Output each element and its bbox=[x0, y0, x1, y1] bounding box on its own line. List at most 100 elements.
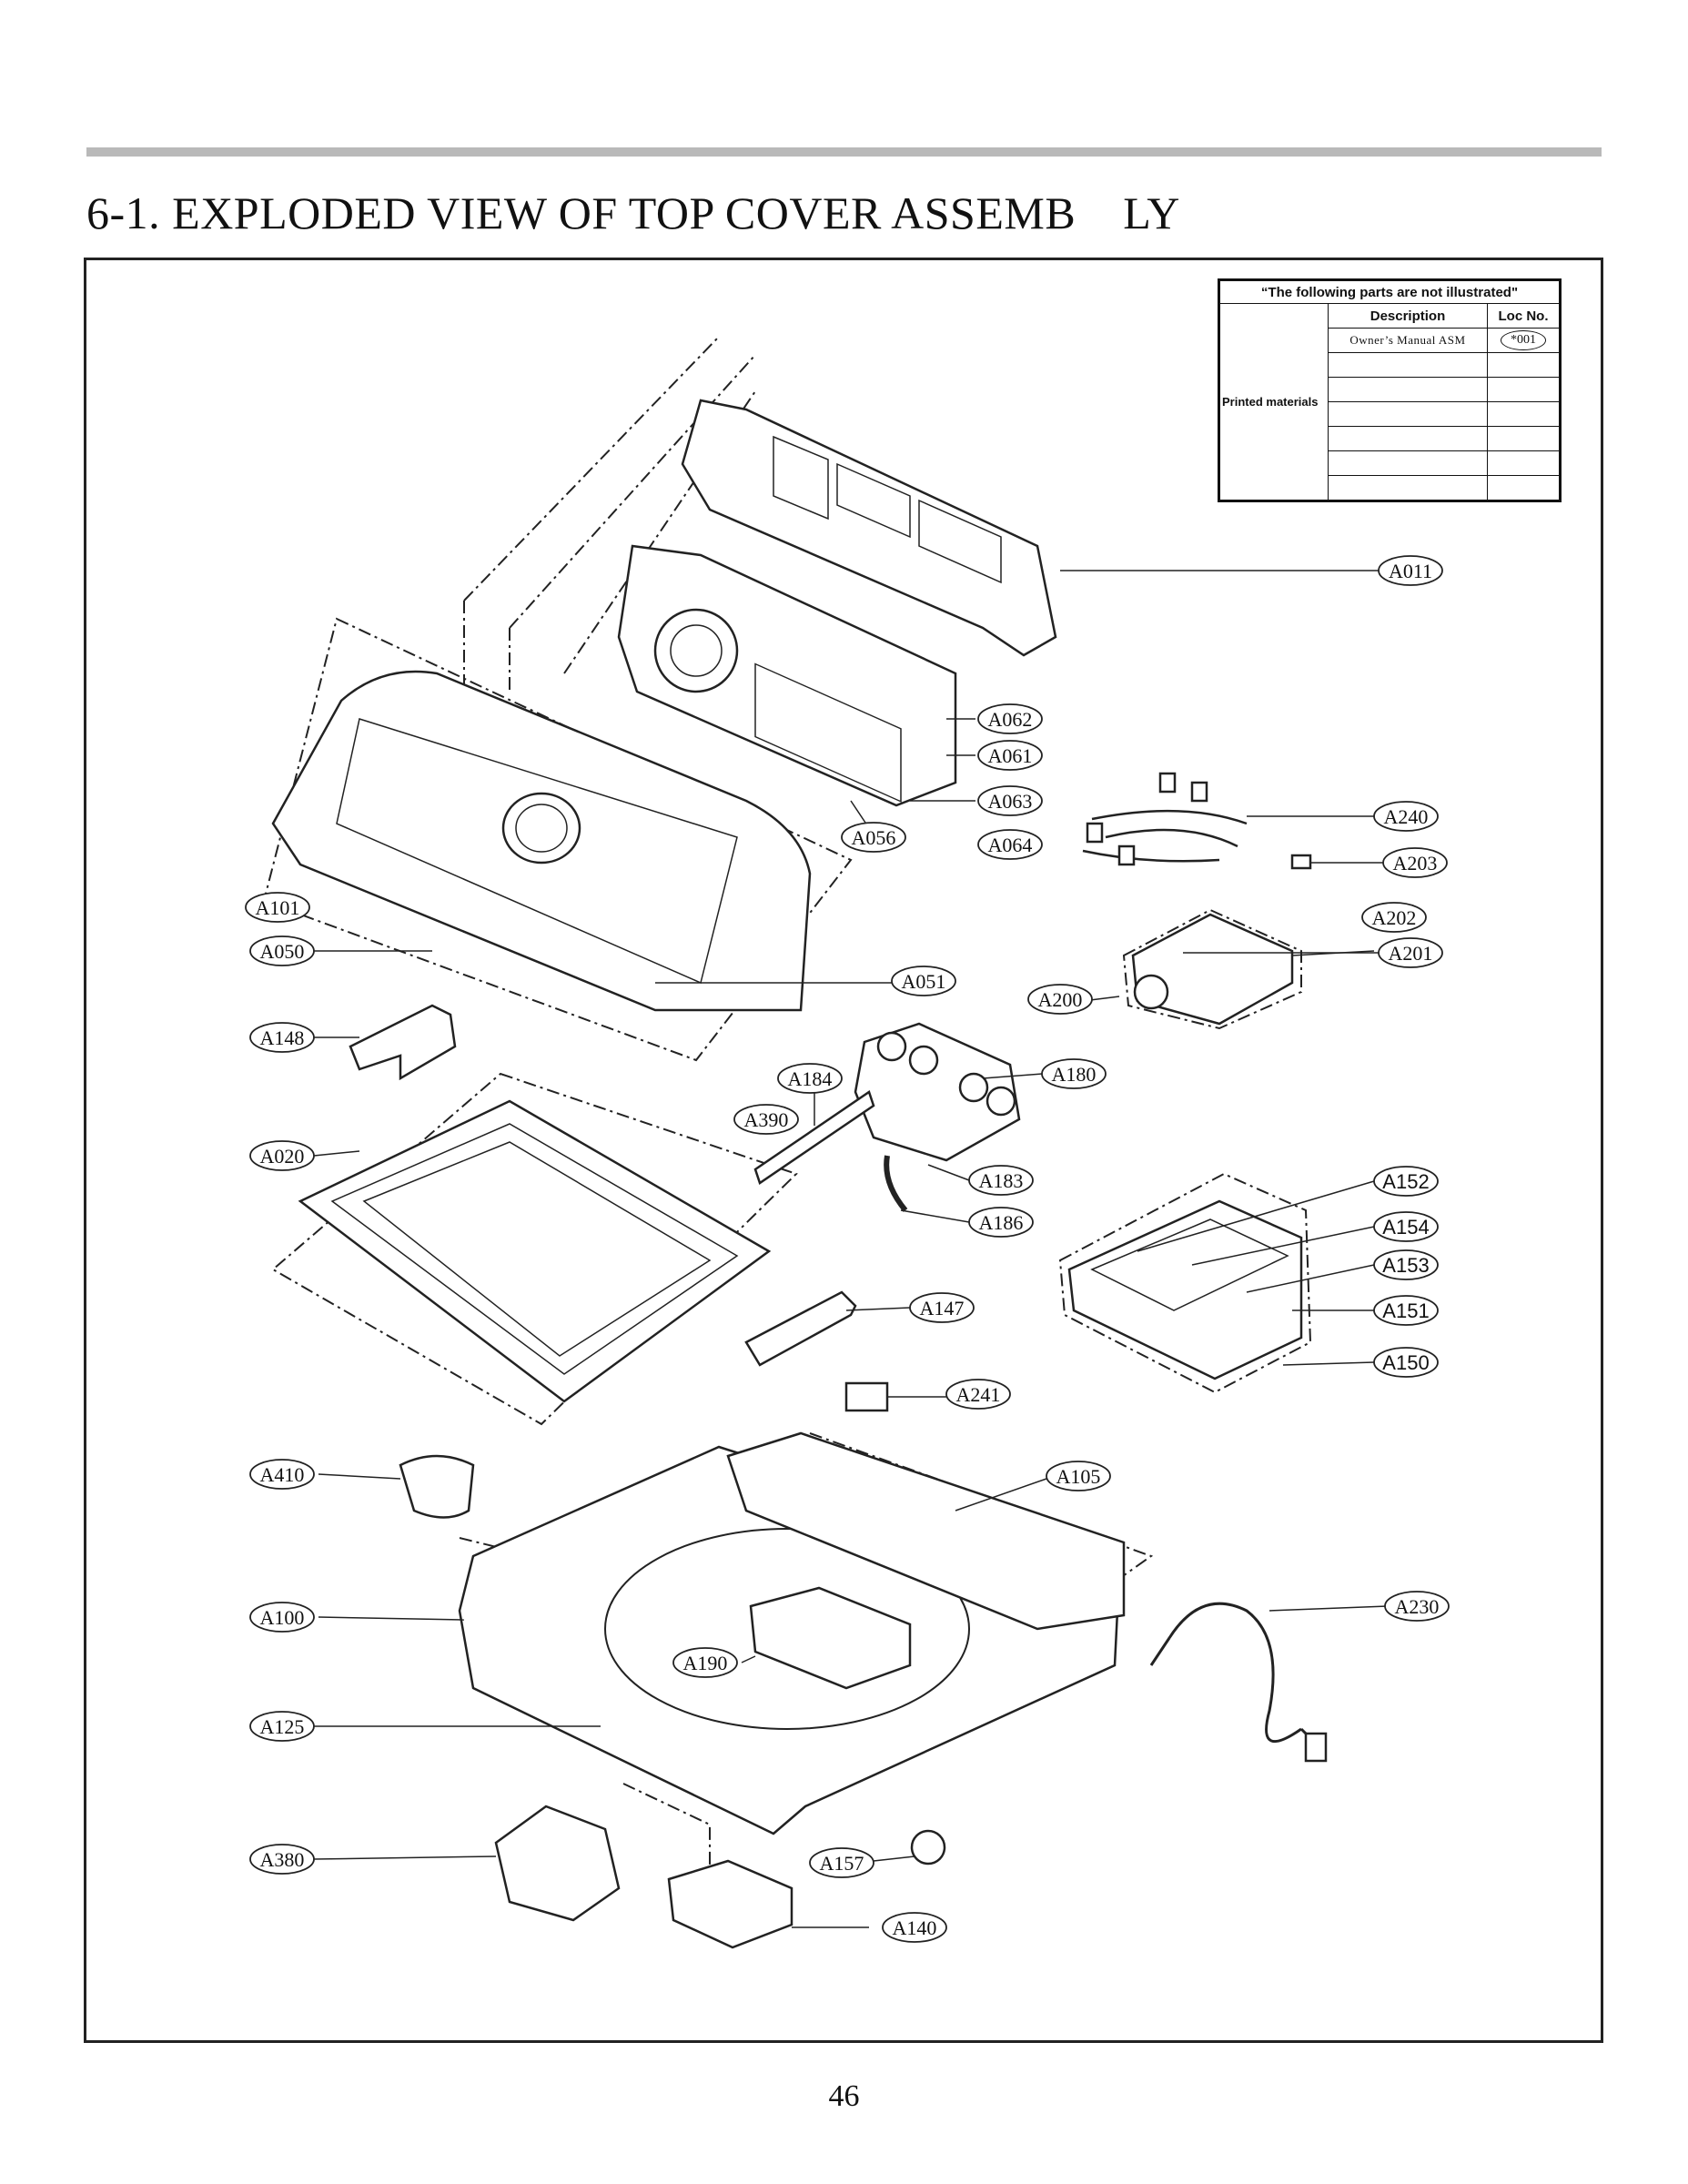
callout-A186: A186 bbox=[979, 1211, 1024, 1234]
parts-table-loc-cell bbox=[1487, 450, 1561, 476]
callout-A125-oval bbox=[249, 1711, 315, 1742]
page-number: 46 bbox=[828, 2079, 860, 2113]
diagram-frame bbox=[84, 258, 1603, 2043]
callout-A184: A184 bbox=[788, 1067, 833, 1090]
pressure-sensor bbox=[1133, 974, 1169, 1010]
table-row bbox=[1219, 450, 1561, 476]
callout-A153-oval bbox=[1373, 1249, 1439, 1280]
parts-table-loc-cell bbox=[1487, 352, 1561, 378]
callout-A183-oval bbox=[968, 1165, 1034, 1196]
parts-table-loc-cell: *001 bbox=[1487, 328, 1561, 353]
table-row bbox=[1219, 475, 1561, 501]
callout-A410-oval bbox=[249, 1459, 315, 1490]
callout-A148: A148 bbox=[260, 1026, 305, 1049]
callout-A050-oval bbox=[249, 935, 315, 966]
callout-A200-oval bbox=[1027, 984, 1093, 1015]
lid-switch-assembly bbox=[667, 1859, 793, 1949]
callout-A140-oval bbox=[882, 1912, 947, 1943]
lid-dash-outline bbox=[271, 1072, 798, 1426]
callout-A105: A105 bbox=[1056, 1465, 1101, 1488]
callout-A020-oval bbox=[249, 1140, 315, 1171]
callout-A151: A151 bbox=[1382, 1299, 1429, 1322]
bleach-cup bbox=[399, 1454, 475, 1519]
callout-A148-oval bbox=[249, 1022, 315, 1053]
parts-table-description-cell bbox=[1328, 475, 1488, 501]
callout-A154-oval bbox=[1373, 1211, 1439, 1242]
table-row bbox=[1219, 426, 1561, 451]
callout-A061: A061 bbox=[988, 744, 1033, 767]
callout-A125: A125 bbox=[260, 1715, 305, 1738]
parts-table-header-loc: Loc No. bbox=[1487, 303, 1561, 329]
callout-A153: A153 bbox=[1382, 1254, 1429, 1277]
callout-A230-oval bbox=[1384, 1591, 1450, 1622]
rear-control-housing bbox=[726, 1431, 1126, 1631]
callout-A200: A200 bbox=[1038, 988, 1083, 1011]
callout-A150: A150 bbox=[1382, 1351, 1429, 1374]
callout-A100: A100 bbox=[260, 1606, 305, 1629]
callout-A100-oval bbox=[249, 1602, 315, 1633]
callout-A062: A062 bbox=[988, 708, 1033, 731]
control-panel-vents bbox=[773, 435, 1002, 584]
parts-table-description-cell bbox=[1328, 426, 1488, 451]
callout-A190-oval bbox=[672, 1647, 738, 1678]
callout-A202: A202 bbox=[1372, 906, 1417, 929]
callout-A150-oval bbox=[1373, 1347, 1439, 1378]
callout-A380: A380 bbox=[260, 1848, 305, 1871]
hinge-right bbox=[744, 1290, 857, 1367]
callout-A183: A183 bbox=[979, 1169, 1024, 1192]
page-title: 6-1. EXPLODED VIEW OF TOP COVER ASSEMB L… bbox=[86, 187, 1180, 238]
hinge-left bbox=[349, 1004, 457, 1081]
wire-harness bbox=[1082, 809, 1248, 863]
lid-lock-knob bbox=[910, 1829, 946, 1866]
callout-A020: A020 bbox=[260, 1145, 305, 1168]
parts-table-category: Printed materials bbox=[1218, 303, 1329, 501]
callout-A063-oval bbox=[977, 785, 1043, 816]
parts-table-description-cell: Owner’s Manual ASM bbox=[1328, 328, 1488, 353]
parts-table-description-cell bbox=[1328, 377, 1488, 402]
parts-table-loc-cell bbox=[1487, 401, 1561, 427]
callout-A203: A203 bbox=[1393, 852, 1438, 875]
callout-A050: A050 bbox=[260, 940, 305, 963]
callout-A184-oval bbox=[777, 1063, 843, 1094]
callout-A051-oval bbox=[891, 966, 956, 996]
callout-A011-oval bbox=[1378, 555, 1443, 586]
parts-table-loc-cell bbox=[1487, 475, 1561, 501]
callout-A186-oval bbox=[968, 1207, 1034, 1238]
small-connector-part bbox=[1290, 854, 1312, 870]
sensor-dash-outline bbox=[1122, 908, 1302, 1030]
switch-module bbox=[844, 1381, 889, 1412]
callout-A390-oval bbox=[733, 1104, 799, 1135]
parts-table-loc-cell bbox=[1487, 426, 1561, 451]
fabric-softener-dispenser bbox=[749, 1586, 912, 1690]
callout-A180: A180 bbox=[1052, 1063, 1097, 1086]
callout-A105-oval bbox=[1046, 1461, 1111, 1491]
callout-A157-oval bbox=[809, 1847, 874, 1878]
callout-A140: A140 bbox=[893, 1916, 937, 1939]
parts-table-description-cell bbox=[1328, 352, 1488, 378]
callout-A240-oval bbox=[1373, 801, 1439, 832]
callout-A180-oval bbox=[1041, 1058, 1107, 1089]
control-panel-dash-outline bbox=[463, 336, 756, 937]
callout-A157: A157 bbox=[820, 1852, 864, 1875]
callout-A152: A152 bbox=[1382, 1170, 1429, 1193]
drain-hose-part bbox=[753, 1090, 875, 1185]
callout-A056: A056 bbox=[852, 826, 896, 849]
callout-A062-oval bbox=[977, 703, 1043, 734]
callout-A147-oval bbox=[909, 1292, 975, 1323]
callout-A101: A101 bbox=[256, 896, 300, 919]
callout-A203-oval bbox=[1382, 847, 1448, 878]
callout-A240: A240 bbox=[1384, 805, 1429, 828]
callout-A051: A051 bbox=[902, 970, 946, 993]
loc-number-oval: *001 bbox=[1501, 330, 1546, 350]
callout-A064-oval bbox=[977, 829, 1043, 860]
callout-A056-oval bbox=[841, 822, 906, 853]
callout-A202-oval bbox=[1361, 902, 1427, 933]
callout-A011: A011 bbox=[1389, 560, 1432, 582]
callout-A151-oval bbox=[1373, 1295, 1439, 1326]
callout-A201-oval bbox=[1378, 937, 1443, 968]
callout-A241: A241 bbox=[956, 1383, 1001, 1406]
parts-table-loc-cell bbox=[1487, 377, 1561, 402]
callout-A147: A147 bbox=[920, 1297, 965, 1320]
parts-table-description-cell bbox=[1328, 450, 1488, 476]
